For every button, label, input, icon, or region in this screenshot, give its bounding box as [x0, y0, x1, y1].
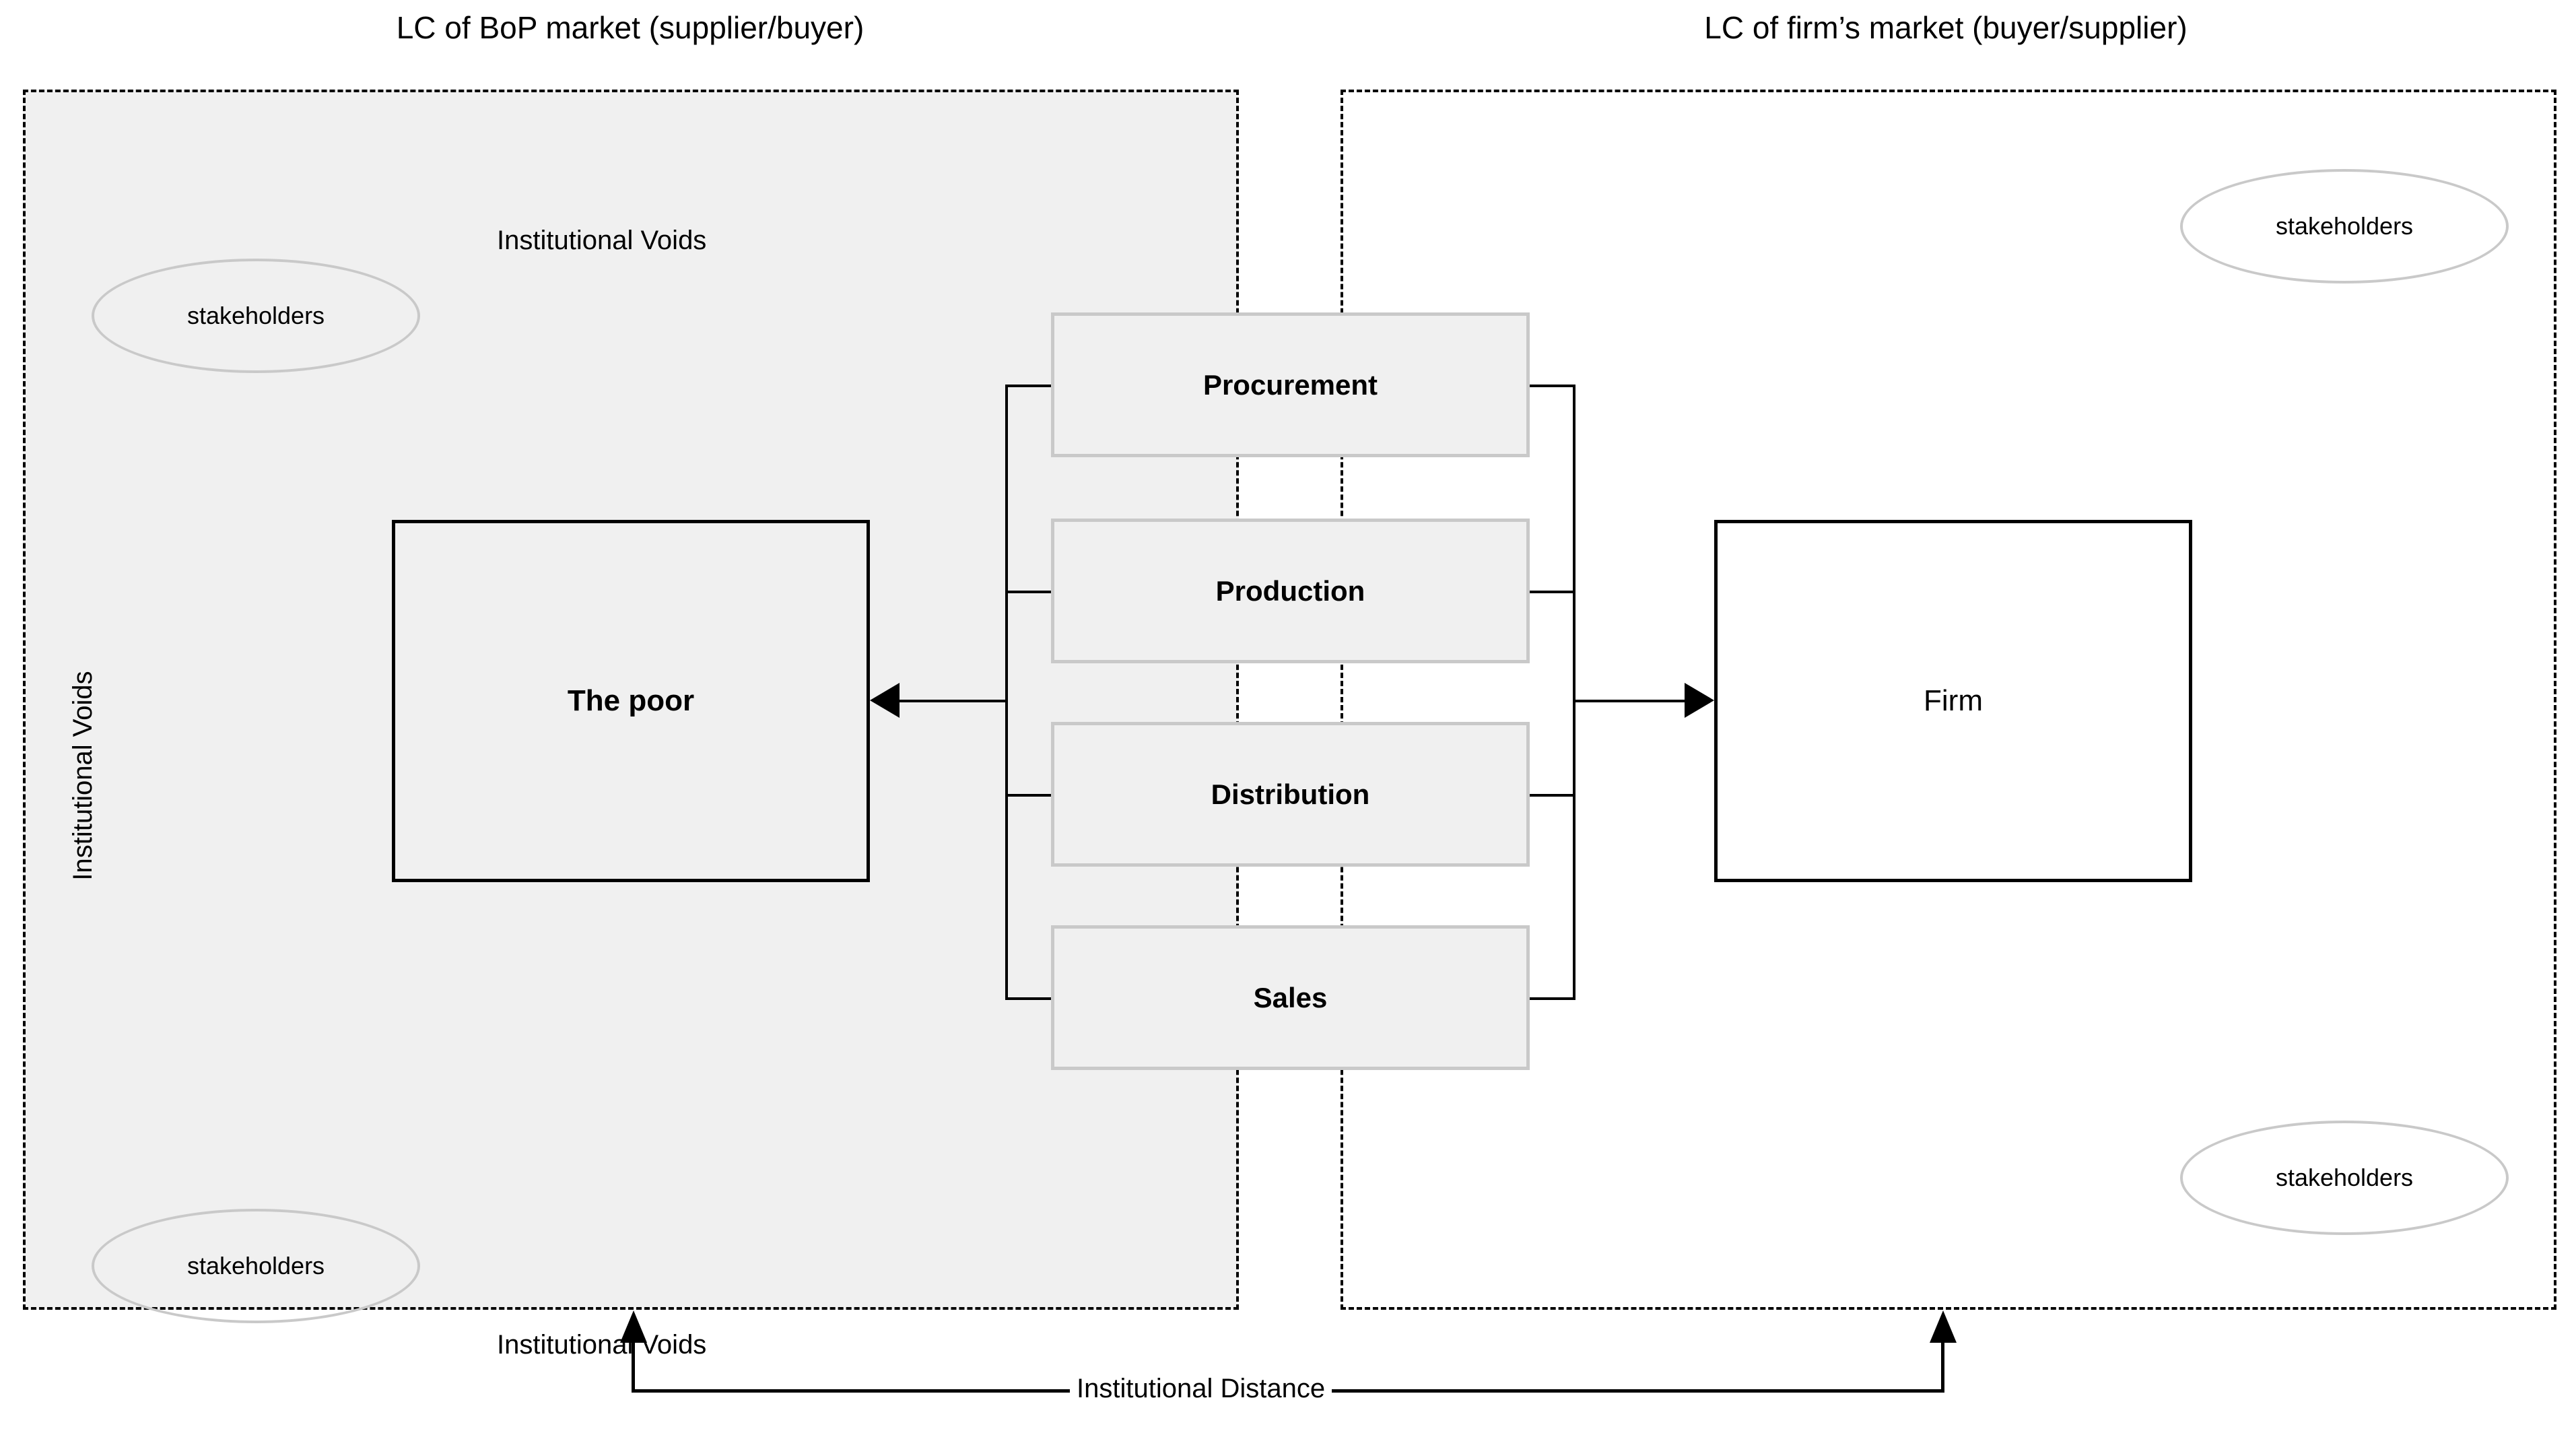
flow-line-to-the-poor: [882, 700, 1007, 702]
firm-market-title: LC of firm’s market (buyer/supplier): [1704, 10, 2188, 45]
value-chain-bracket-left: [1005, 385, 1008, 999]
bop-market-panel: Institutional Voids Institutional Voids …: [23, 90, 1239, 1358]
stakeholder-ellipse-bop-bottom: stakeholders: [92, 1209, 420, 1323]
process-label: Procurement: [1202, 368, 1378, 401]
stakeholder-ellipse-firm-top: stakeholders: [2180, 169, 2509, 284]
bracket-stub-left-sales: [1005, 997, 1052, 1000]
process-label: Sales: [1253, 981, 1328, 1013]
institutional-distance-riser-right: [1941, 1337, 1944, 1391]
value-chain-bracket-right: [1573, 385, 1575, 999]
process-label: Production: [1215, 574, 1365, 607]
bracket-stub-left-procurement: [1005, 385, 1052, 387]
arrow-left-icon: [870, 683, 900, 718]
stakeholder-label: stakeholders: [2275, 212, 2414, 240]
bracket-stub-right-production: [1528, 591, 1575, 593]
stakeholder-label: stakeholders: [2275, 1164, 2414, 1191]
process-box-distribution: Distribution: [1051, 722, 1530, 867]
process-label: Distribution: [1211, 778, 1370, 810]
institutional-distance-riser-left: [632, 1337, 635, 1391]
bracket-stub-left-distribution: [1005, 794, 1052, 797]
bracket-stub-left-production: [1005, 591, 1052, 593]
the-poor-label: The poor: [567, 684, 695, 717]
process-box-sales: Sales: [1051, 925, 1530, 1070]
institutional-voids-label-bottom: Institutional Voids: [497, 1330, 707, 1360]
firm-market-panel: stakeholders stakeholders: [1341, 90, 2556, 1310]
firm-box: Firm: [1714, 520, 2192, 882]
arrow-right-icon: [1685, 683, 1714, 718]
bop-market-title: LC of BoP market (supplier/buyer): [396, 10, 865, 45]
the-poor-box: The poor: [392, 520, 870, 882]
bracket-stub-right-distribution: [1528, 794, 1575, 797]
firm-label: Firm: [1924, 684, 1983, 717]
process-box-procurement: Procurement: [1051, 312, 1530, 457]
flow-line-to-firm: [1573, 700, 1698, 702]
bracket-stub-right-sales: [1528, 997, 1575, 1000]
stakeholder-label: stakeholders: [187, 302, 325, 329]
institutional-voids-label-top: Institutional Voids: [497, 226, 707, 255]
institutional-voids-label-side: Institutional Voids: [68, 671, 98, 881]
bracket-stub-right-procurement: [1528, 385, 1575, 387]
stakeholder-ellipse-firm-bottom: stakeholders: [2180, 1121, 2509, 1235]
institutional-distance-label: Institutional Distance: [1070, 1372, 1332, 1405]
stakeholder-ellipse-bop-top: stakeholders: [92, 259, 420, 373]
stakeholder-label: stakeholders: [187, 1252, 325, 1279]
process-box-production: Production: [1051, 519, 1530, 663]
